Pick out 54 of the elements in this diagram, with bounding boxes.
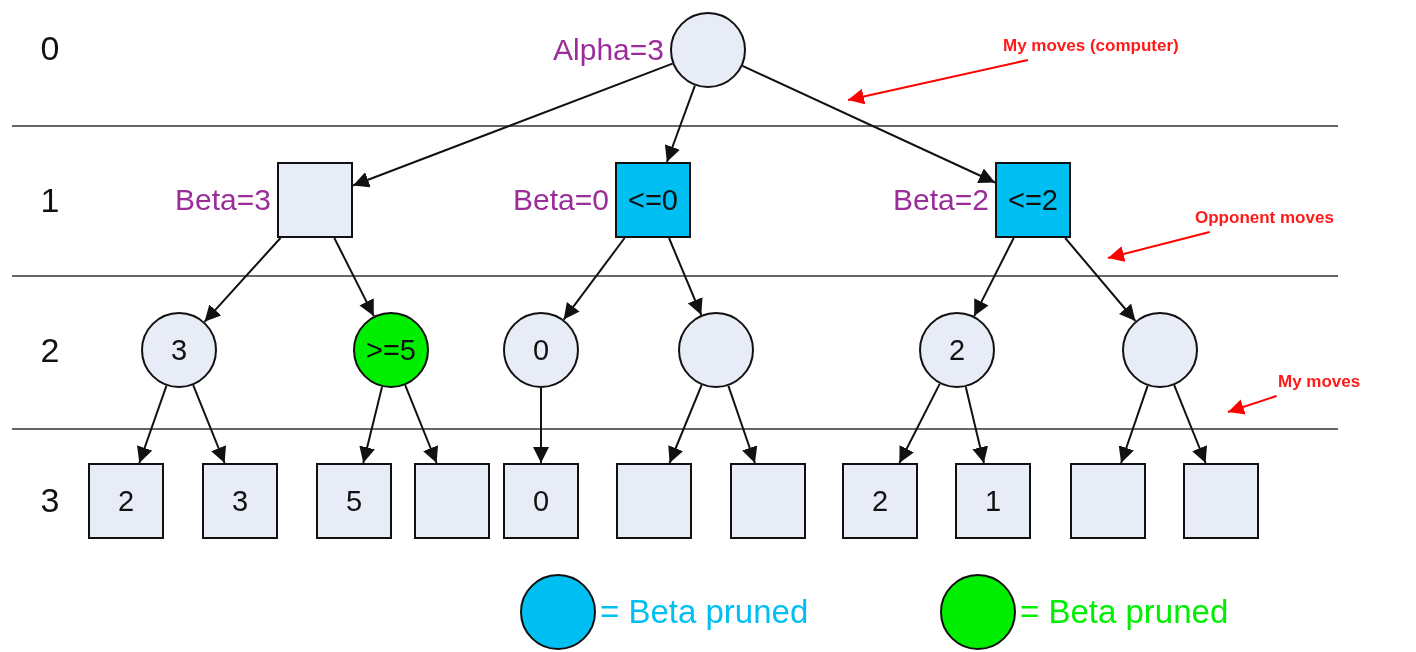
arrow [137, 384, 168, 464]
state-square: 2 [88, 463, 164, 539]
arrow [1064, 237, 1137, 322]
arrow [359, 385, 383, 464]
level-number: 2 [40, 330, 60, 370]
value-label: Beta=0 [513, 183, 609, 217]
arrow [668, 384, 703, 464]
arrow [533, 387, 549, 464]
level-number: 0 [40, 28, 60, 68]
arrow [664, 84, 696, 163]
value-label: Alpha=3 [553, 33, 664, 67]
state-circle: >=5 [353, 312, 429, 388]
arrow [404, 384, 439, 464]
state-square [730, 463, 806, 539]
state-square: 0 [503, 463, 579, 539]
arrow [973, 237, 1015, 318]
state-circle: 2 [919, 312, 995, 388]
legend-text: = Beta pruned [600, 593, 809, 631]
arrow [203, 237, 282, 323]
level-number: 3 [40, 480, 60, 520]
arrow [1118, 384, 1149, 464]
state-square: <=0 [615, 162, 691, 238]
state-square: 2 [842, 463, 918, 539]
arrow [333, 237, 375, 318]
annotation-text: Opponent moves [1195, 208, 1334, 228]
arrow [1173, 384, 1208, 464]
state-square [277, 162, 353, 238]
state-square: <=2 [995, 162, 1071, 238]
value-label: Beta=2 [893, 183, 989, 217]
annotation-text: My moves (computer) [1003, 36, 1179, 56]
arrow [192, 384, 227, 464]
arrow [964, 386, 988, 464]
state-square: 3 [202, 463, 278, 539]
arrow [668, 237, 703, 316]
arrow [741, 64, 996, 184]
state-square [1183, 463, 1259, 539]
state-square [414, 463, 490, 539]
state-square [616, 463, 692, 539]
arrow [562, 237, 626, 321]
state-circle: 3 [141, 312, 217, 388]
arrow [727, 384, 758, 464]
arrow [352, 62, 674, 188]
state-circle: 0 [503, 312, 579, 388]
legend-text: = Beta pruned [1020, 593, 1229, 631]
annotation-arrow [847, 59, 1029, 105]
value-label: Beta=3 [175, 183, 271, 217]
state-square [1070, 463, 1146, 539]
state-square: 5 [316, 463, 392, 539]
arrow [898, 382, 941, 464]
level-number: 1 [40, 180, 60, 220]
annotation-text: My moves [1278, 372, 1361, 392]
annotation-arrow [1107, 231, 1211, 262]
state-square: 1 [955, 463, 1031, 539]
annotation-arrow [1227, 395, 1278, 415]
